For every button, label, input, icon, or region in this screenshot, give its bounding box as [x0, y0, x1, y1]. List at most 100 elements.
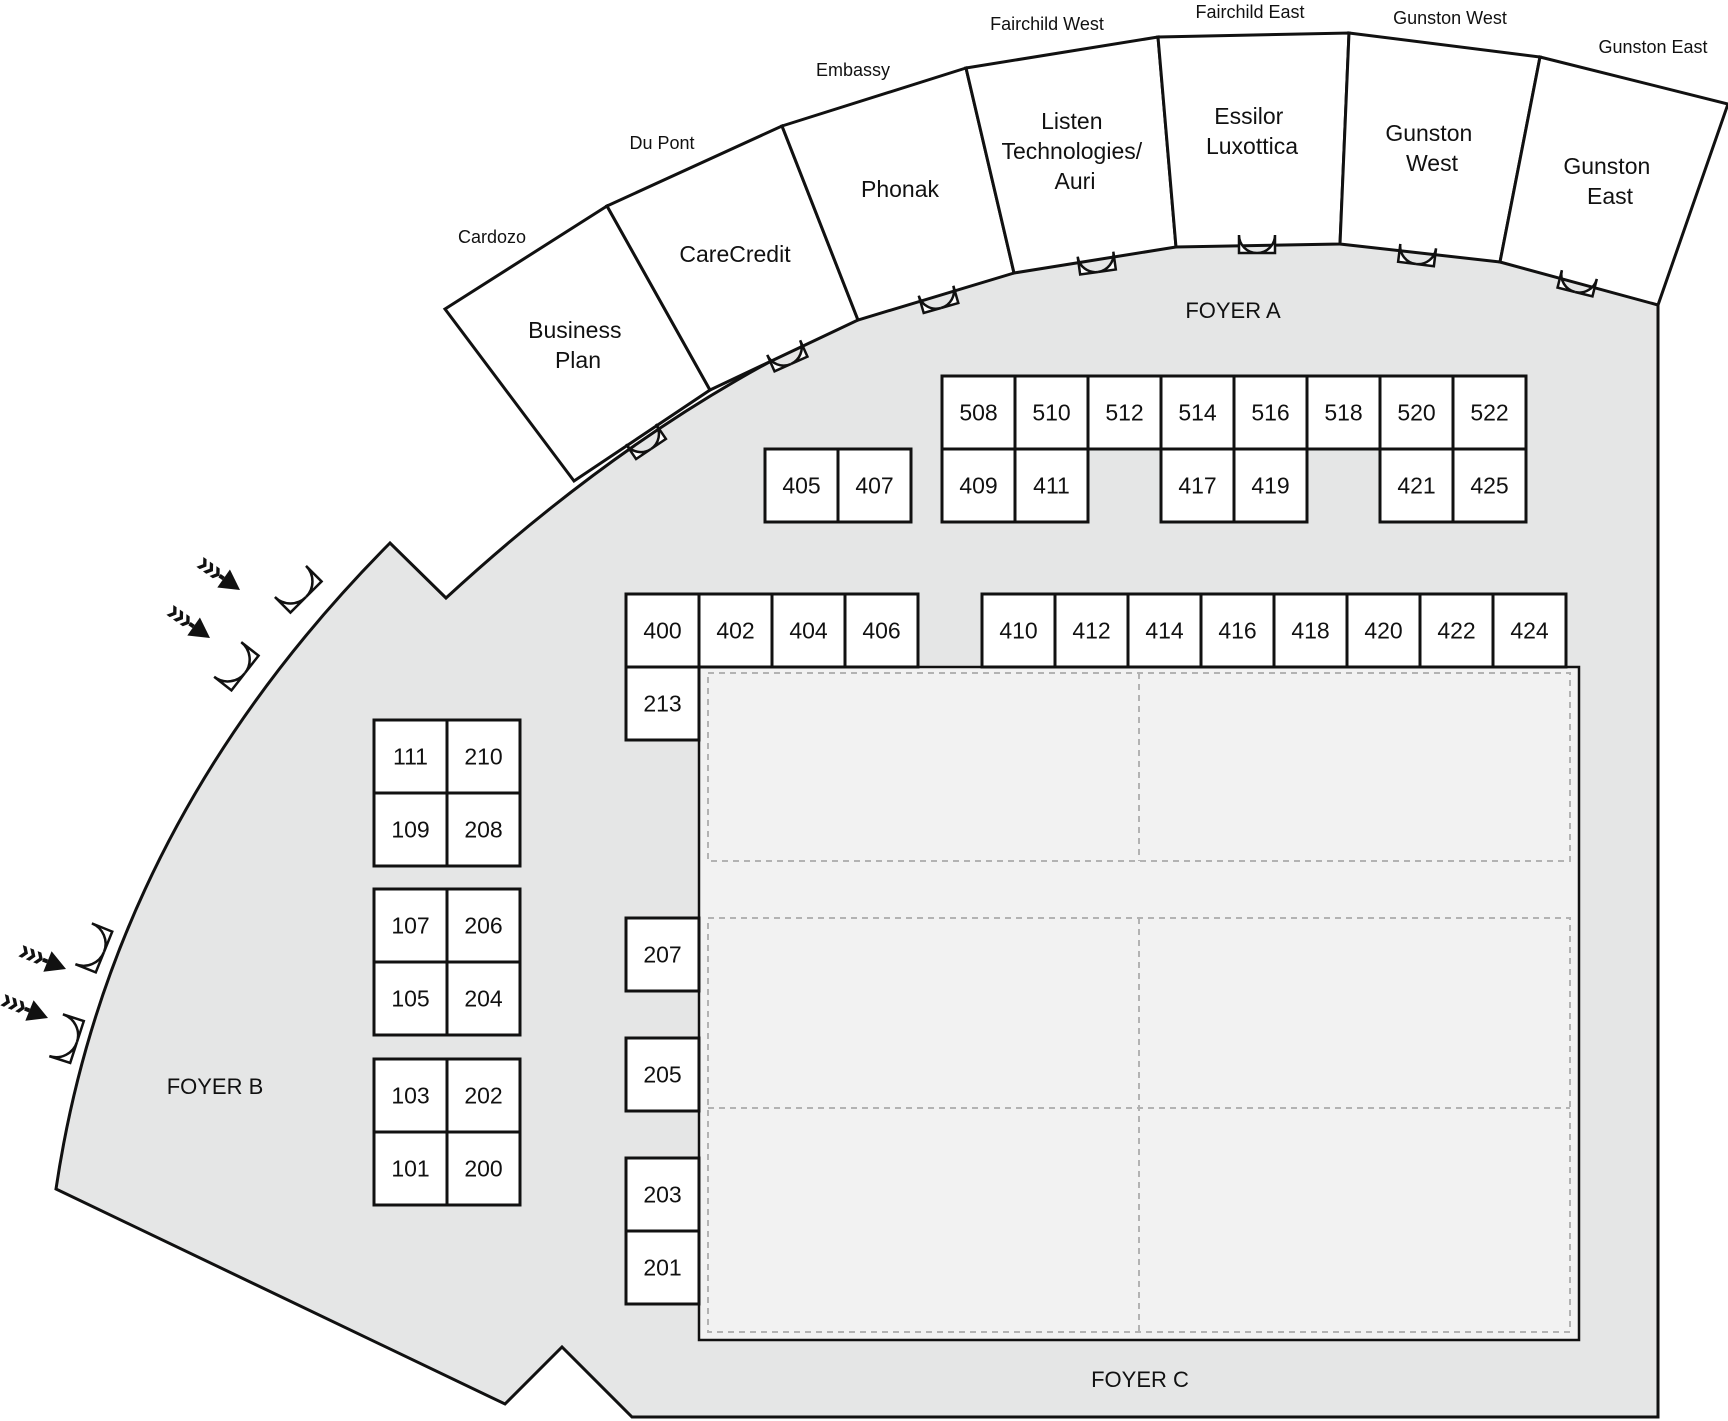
booth-419[interactable]: 419	[1232, 447, 1309, 524]
room-doors	[624, 234, 1599, 461]
booth-400[interactable]: 400	[624, 592, 701, 669]
booth-number: 520	[1397, 400, 1435, 426]
booth-number: 405	[782, 473, 820, 499]
booth-516[interactable]: 516	[1232, 374, 1309, 451]
booth-421[interactable]: 421	[1378, 447, 1455, 524]
booth-409[interactable]: 409	[940, 447, 1017, 524]
booth-number: 410	[999, 618, 1037, 644]
room-gunston-east[interactable]	[1498, 55, 1728, 307]
booth-box	[980, 592, 1057, 669]
booth-202[interactable]: 202	[445, 1057, 522, 1134]
booth-number: 424	[1510, 618, 1549, 644]
booth-210[interactable]: 210	[445, 718, 522, 795]
double-door-icon[interactable]	[1556, 269, 1599, 298]
booth-111[interactable]: 111	[372, 718, 449, 795]
booth-number: 200	[464, 1156, 502, 1182]
booth-200[interactable]: 200	[445, 1130, 522, 1207]
foyer-c-label: FOYER C	[1091, 1367, 1189, 1392]
booth-207[interactable]: 207	[624, 916, 701, 993]
booth-105[interactable]: 105	[372, 960, 449, 1037]
room-name-line: Technologies/	[1001, 138, 1142, 164]
booth-number: 407	[855, 473, 893, 499]
booth-box	[1232, 447, 1309, 524]
entrance-arrow-icon	[196, 556, 240, 590]
booth-213[interactable]: 213	[624, 665, 701, 742]
booth-407[interactable]: 407	[836, 447, 913, 524]
booth-514[interactable]: 514	[1159, 374, 1236, 451]
booth-109[interactable]: 109	[372, 791, 449, 868]
room-label-cardozo: Cardozo	[458, 227, 526, 247]
room-name-phonak: Phonak	[861, 176, 940, 202]
booth-412[interactable]: 412	[1053, 592, 1130, 669]
double-door-icon[interactable]	[1237, 234, 1277, 255]
booth-417[interactable]: 417	[1159, 447, 1236, 524]
booth-425[interactable]: 425	[1451, 447, 1528, 524]
booth-416[interactable]: 416	[1199, 592, 1276, 669]
booth-number: 204	[464, 986, 503, 1012]
booth-number: 406	[862, 618, 900, 644]
double-door-icon[interactable]	[48, 1013, 86, 1065]
room-name-essilor-luxottica: Essilor Luxottica	[1206, 103, 1298, 159]
room-label-gunston-east: Gunston East	[1598, 37, 1707, 57]
booth-518[interactable]: 518	[1305, 374, 1382, 451]
meeting-rooms	[442, 31, 1728, 484]
booth-number: 409	[959, 473, 997, 499]
booth-205[interactable]: 205	[624, 1036, 701, 1113]
booth-103[interactable]: 103	[372, 1057, 449, 1134]
booth-number: 201	[643, 1255, 681, 1281]
booth-number: 518	[1324, 400, 1362, 426]
booth-box	[372, 960, 449, 1037]
booth-410[interactable]: 410	[980, 592, 1057, 669]
booth-508[interactable]: 508	[940, 374, 1017, 451]
booth-number: 425	[1470, 473, 1508, 499]
booth-107[interactable]: 107	[372, 887, 449, 964]
booth-101[interactable]: 101	[372, 1130, 449, 1207]
booth-number: 508	[959, 400, 997, 426]
booth-box	[445, 791, 522, 868]
booth-number: 206	[464, 913, 502, 939]
booth-404[interactable]: 404	[770, 592, 847, 669]
booth-422[interactable]: 422	[1418, 592, 1495, 669]
booth-number: 402	[716, 618, 754, 644]
booth-203[interactable]: 203	[624, 1156, 701, 1233]
booth-411[interactable]: 411	[1013, 447, 1090, 524]
double-door-icon[interactable]	[624, 423, 668, 461]
double-door-icon[interactable]	[74, 922, 114, 975]
booth-204[interactable]: 204	[445, 960, 522, 1037]
booth-406[interactable]: 406	[843, 592, 920, 669]
booth-number: 419	[1251, 473, 1289, 499]
room-label-du-pont: Du Pont	[629, 133, 694, 153]
booth-510[interactable]: 510	[1013, 374, 1090, 451]
room-label-fairchild-east: Fairchild East	[1195, 2, 1304, 22]
booth-520[interactable]: 520	[1378, 374, 1455, 451]
double-door-icon[interactable]	[213, 641, 261, 693]
booth-number: 522	[1470, 400, 1508, 426]
booth-208[interactable]: 208	[445, 791, 522, 868]
booth-number: 109	[391, 817, 429, 843]
booth-206[interactable]: 206	[445, 887, 522, 964]
booth-405[interactable]: 405	[763, 447, 840, 524]
double-door-icon[interactable]	[1076, 251, 1118, 276]
booth-424[interactable]: 424	[1491, 592, 1568, 669]
booth-418[interactable]: 418	[1272, 592, 1349, 669]
double-door-icon[interactable]	[917, 285, 960, 315]
booth-420[interactable]: 420	[1345, 592, 1422, 669]
booth-box	[1451, 374, 1528, 451]
room-name-business-plan: Business Plan	[528, 317, 628, 373]
foyer-b-label: FOYER B	[167, 1074, 264, 1099]
booth-box	[1378, 447, 1455, 524]
booth-522[interactable]: 522	[1451, 374, 1528, 451]
booth-box	[1491, 592, 1568, 669]
booth-number: 420	[1364, 618, 1402, 644]
booth-512[interactable]: 512	[1086, 374, 1163, 451]
booth-box	[697, 592, 774, 669]
double-door-icon[interactable]	[766, 339, 810, 373]
booth-201[interactable]: 201	[624, 1229, 701, 1306]
booth-box	[1418, 592, 1495, 669]
double-door-icon[interactable]	[1396, 243, 1438, 268]
booth-414[interactable]: 414	[1126, 592, 1203, 669]
booth-box	[1013, 447, 1090, 524]
booth-402[interactable]: 402	[697, 592, 774, 669]
double-door-icon[interactable]	[274, 565, 324, 615]
